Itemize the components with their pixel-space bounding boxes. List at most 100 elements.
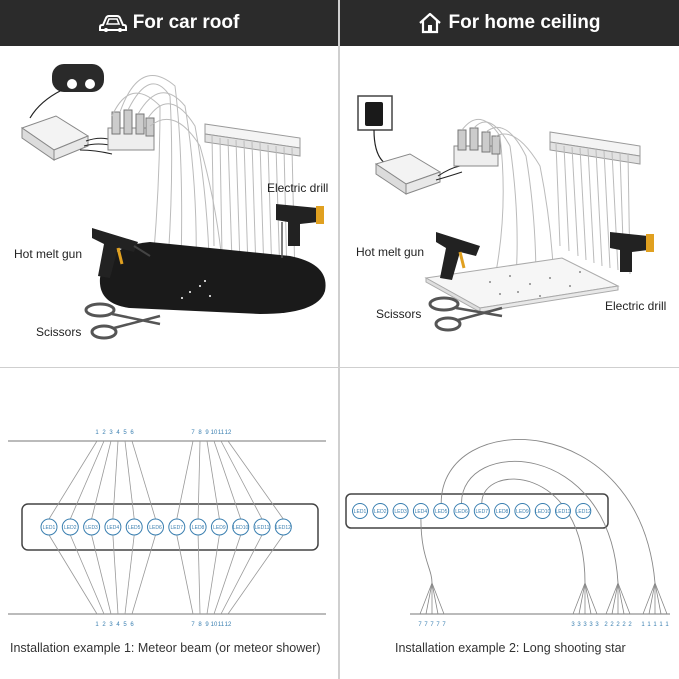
example1-bottom-number: 1: [95, 622, 99, 628]
ceiling-board: [424, 257, 620, 313]
example2-led: [372, 503, 389, 519]
example1-led: [253, 518, 271, 536]
car-roof-panel: [99, 242, 326, 314]
example2-bottom-number: 2: [628, 622, 632, 628]
left-header-title: For car roof: [132, 12, 240, 33]
example1-fiber-top: [227, 440, 284, 520]
example1-fiber-bottom: [220, 534, 263, 615]
example1-bottom-number: 12: [225, 622, 232, 628]
home-drill-icon: [610, 232, 654, 272]
example1-top-number: 7: [191, 430, 195, 436]
example1-led: [189, 518, 207, 536]
example2-bottom-number: 3: [571, 622, 575, 628]
example2-fiber-split: [578, 582, 586, 615]
light-engine: [107, 109, 155, 151]
example1-led: [210, 518, 228, 536]
example2-bottom-number: 3: [595, 622, 599, 628]
home-glue-gun-icon: [436, 232, 480, 280]
home-ceiling-scene: Hot melt gun Scissors Electric drill: [356, 95, 666, 332]
example1-bottom-number: 5: [123, 622, 127, 628]
example2-bottom-number: 1: [647, 622, 651, 628]
example1-top-number: 11: [218, 430, 225, 436]
example2-fiber-split: [419, 582, 433, 615]
example1-bottom-number: 4: [116, 622, 120, 628]
example2-bottom-number: 2: [622, 622, 626, 628]
example1-top-number: 8: [198, 430, 202, 436]
example2-fiber-arc: [481, 478, 586, 584]
example2-bottom-number: 2: [616, 622, 620, 628]
example2-led-label: LED1: [354, 509, 367, 515]
example1-led-label: LED11: [255, 525, 270, 531]
example1-fiber-top: [48, 440, 98, 520]
example1-bottom-number: 3: [109, 622, 113, 628]
example1-top-number: 1: [95, 430, 99, 436]
example2-fiber-split: [654, 582, 668, 615]
example1-bottom-number: 7: [191, 622, 195, 628]
example1-top-number: 9: [205, 430, 209, 436]
example2-bottom-number: 1: [659, 622, 663, 628]
example1-led-label: LED6: [149, 525, 162, 531]
car-drill-label: Electric drill: [267, 181, 328, 195]
home-glue-gun-label: Hot melt gun: [356, 245, 424, 259]
example1-led: [168, 518, 186, 536]
example1-fiber-top: [124, 440, 135, 520]
example2-fiber-split: [617, 582, 625, 615]
example1-led-label: LED2: [64, 525, 77, 531]
example1-fiber-top: [131, 440, 156, 520]
example2-fiber-split: [642, 582, 656, 615]
example1-fiber-top: [220, 440, 263, 520]
example1-fiber-bottom: [227, 534, 284, 615]
example2-led: [494, 503, 511, 519]
example2-fiber-split: [617, 582, 631, 615]
example1-fiber-bottom: [124, 534, 135, 615]
right-header: For home ceiling: [340, 0, 679, 46]
power-adapter-icon: [357, 95, 393, 131]
example2-led-label: LED7: [476, 509, 489, 515]
example2-led: [514, 503, 531, 519]
example2-bottom-number: 7: [418, 622, 422, 628]
example1-led: [104, 518, 122, 536]
car-roof-scene: Electric drill Hot melt gun Scissors: [14, 64, 328, 340]
example1-led: [61, 518, 79, 536]
example2-led: [473, 503, 490, 519]
example2-bottom-number: 1: [653, 622, 657, 628]
example2-bottom-number: 7: [424, 622, 428, 628]
example2-fiber-split: [431, 582, 439, 615]
example2-led-label: LED3: [394, 509, 407, 515]
example2-led-label: LED6: [455, 509, 468, 515]
example1-fiber-bottom: [131, 534, 156, 615]
example2-fiber-arc: [420, 518, 433, 584]
example2-led-label: LED2: [374, 509, 387, 515]
example1-fiber-top: [69, 440, 105, 520]
example2-bottom-number: 2: [604, 622, 608, 628]
glue-gun-icon: [92, 228, 151, 278]
example2-led-label: LED5: [435, 509, 448, 515]
example2-led-label: LED11: [556, 509, 571, 515]
example2-led-label: LED4: [415, 509, 428, 515]
example1-fiber-bottom: [48, 534, 98, 615]
example1-led-label: LED3: [85, 525, 98, 531]
example2-fiber-split: [654, 582, 662, 615]
example1-fiber-bottom: [69, 534, 105, 615]
example1-fiber-top: [176, 440, 194, 520]
example2-led-label: LED9: [516, 509, 529, 515]
example1-led-label: LED7: [171, 525, 184, 531]
example2-led-label: LED10: [535, 509, 551, 515]
example1-bottom-number: 8: [198, 622, 202, 628]
example1-led-label: LED4: [107, 525, 120, 531]
home-drill-label: Electric drill: [605, 299, 666, 313]
example2-fiber-split: [425, 582, 433, 615]
example1-led: [83, 518, 101, 536]
example2-led: [575, 503, 592, 519]
example1-top-number: 6: [130, 430, 134, 436]
example2-bottom-number: 3: [577, 622, 581, 628]
example1-led: [40, 518, 58, 536]
example2-led: [534, 503, 551, 519]
example1-fiber-bottom: [213, 534, 242, 615]
example1-top-number: 10: [211, 430, 218, 436]
example2-fiber-split: [611, 582, 619, 615]
example1-fiber-bottom: [112, 534, 119, 615]
example1-bottom-number: 9: [205, 622, 209, 628]
example1-led-label: LED12: [276, 525, 292, 531]
